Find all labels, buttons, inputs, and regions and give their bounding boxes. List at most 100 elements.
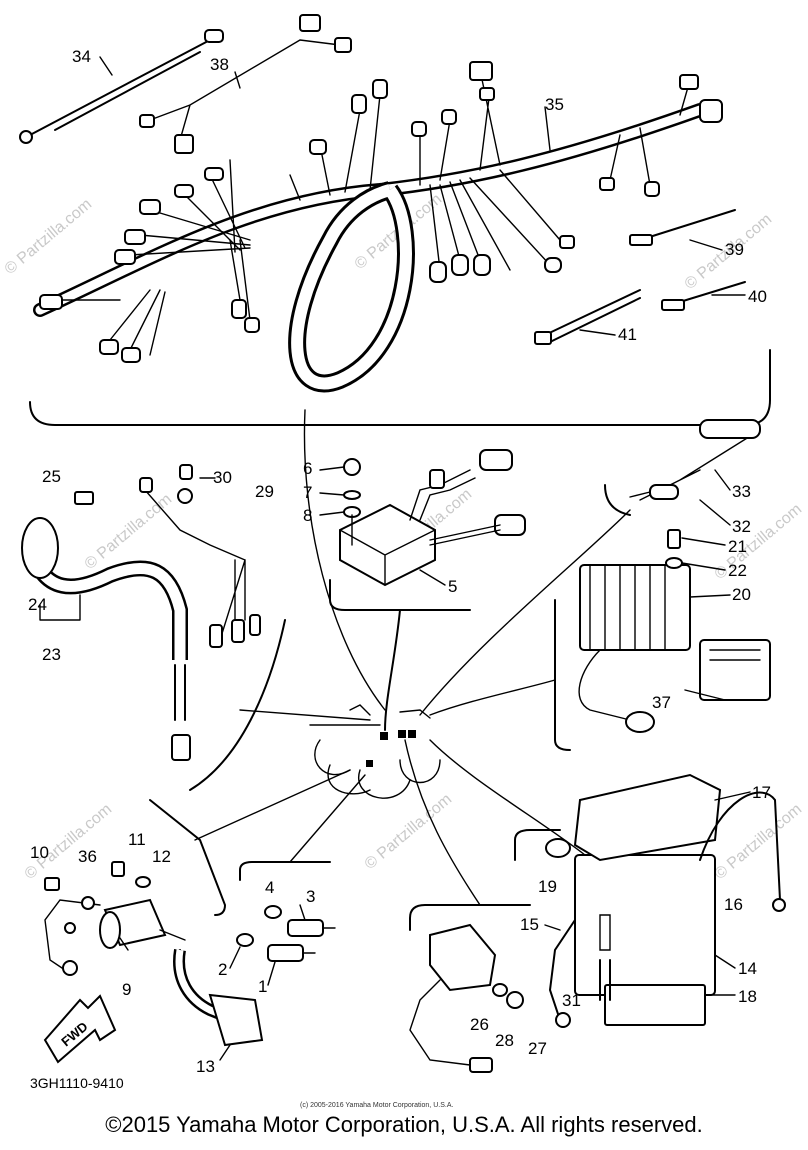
connector — [351, 94, 367, 114]
callout: 20 — [732, 585, 751, 604]
connector — [679, 74, 699, 90]
sensor-group — [236, 774, 366, 962]
screw-6 — [343, 458, 361, 476]
callout: 4 — [265, 878, 274, 897]
coupler-37 — [699, 639, 771, 701]
part-25 — [74, 491, 94, 505]
callout: 16 — [724, 895, 743, 914]
washer-7 — [343, 490, 361, 500]
callout: 3 — [306, 887, 315, 906]
cable-34 — [29, 39, 211, 136]
tie-41 — [544, 289, 641, 343]
connector — [309, 139, 327, 155]
washer-4 — [264, 905, 282, 919]
tie-39 — [639, 209, 736, 241]
connector — [39, 294, 63, 310]
small-copyright: (c) 2005-2016 Yamaha Motor Corporation, … — [300, 1102, 453, 1109]
callout: 38 — [210, 55, 229, 74]
lead-15 — [548, 919, 576, 1021]
cover-17 — [573, 773, 722, 862]
connector — [544, 257, 562, 273]
callout: 34 — [72, 47, 91, 66]
callout: 7 — [303, 483, 312, 502]
callout: 14 — [738, 959, 757, 978]
ignition-coil-group: FWD — [43, 769, 351, 1064]
callout: 23 — [42, 645, 61, 664]
grommet-19 — [545, 838, 571, 858]
callout: 36 — [78, 847, 97, 866]
cap-13 — [208, 993, 264, 1047]
watermark: © Partzilla.com — [362, 791, 456, 873]
callout: 15 — [520, 915, 539, 934]
callout: 24 — [28, 595, 47, 614]
washer-28 — [492, 983, 508, 997]
connector — [124, 229, 146, 245]
relay-26 — [429, 923, 497, 992]
connector — [231, 299, 247, 319]
callout: 22 — [728, 561, 747, 580]
connector — [114, 249, 136, 265]
callout: 19 — [538, 877, 557, 896]
connector — [479, 87, 495, 101]
lead-31 — [599, 959, 611, 1001]
connector — [699, 99, 723, 123]
watermark: © Partzilla.com — [2, 196, 96, 278]
callout: 12 — [152, 847, 171, 866]
callout: 27 — [528, 1039, 547, 1058]
hose-16 — [699, 791, 781, 901]
harness-bracket — [29, 349, 771, 426]
callout: 13 — [196, 1057, 215, 1076]
wiring-diagram: © Partzilla.com © Partzilla.com © Partzi… — [2, 14, 806, 1109]
cdi-unit-group — [329, 449, 526, 731]
cable-group-left — [21, 464, 371, 791]
leader-harness — [303, 409, 386, 711]
connector — [473, 254, 491, 276]
sensor-3 — [287, 919, 324, 937]
bolt-10 — [44, 877, 60, 891]
bolt-21 — [667, 529, 681, 549]
watermark: © Partzilla.com — [82, 491, 176, 573]
bolt-11 — [111, 861, 125, 877]
battery-14 — [574, 854, 716, 996]
callout: 35 — [545, 95, 564, 114]
callout: 31 — [562, 991, 581, 1010]
part-36 — [81, 896, 95, 910]
washer-2 — [236, 933, 254, 947]
connector — [121, 347, 141, 363]
connector — [99, 339, 119, 355]
callout: 26 — [470, 1015, 489, 1034]
callout: 11 — [128, 830, 146, 849]
connector — [244, 317, 260, 333]
callout: 17 — [752, 783, 771, 802]
washer-22 — [665, 557, 683, 569]
footer-copyright: ©2015 Yamaha Motor Corporation, U.S.A. A… — [105, 1112, 703, 1137]
connector — [559, 235, 575, 249]
connector — [451, 254, 469, 276]
callout: 28 — [495, 1031, 514, 1050]
sensor-1 — [267, 944, 304, 962]
callout: 2 — [218, 960, 227, 979]
unit-5 — [339, 503, 436, 587]
connector — [469, 61, 493, 81]
callout: 37 — [652, 693, 671, 712]
pad-18 — [604, 984, 706, 1026]
callout: 32 — [732, 517, 751, 536]
lead-38 — [149, 39, 341, 141]
watermark: © Partzilla.com — [712, 501, 806, 583]
callout: 39 — [725, 240, 744, 259]
callout: 33 — [732, 482, 751, 501]
frame-outline — [309, 704, 441, 799]
regulator-group — [419, 419, 771, 751]
fwd-arrow — [43, 994, 117, 1064]
connector — [644, 181, 660, 197]
battery-group — [429, 739, 786, 1028]
callout: 10 — [30, 843, 49, 862]
diagram-part-number: 3GH1110-9410 — [30, 1075, 124, 1091]
callout: 1 — [258, 977, 267, 996]
callout: 21 — [728, 537, 747, 556]
callout: 29 — [255, 482, 274, 501]
main-harness-group — [19, 14, 771, 426]
connector — [139, 199, 161, 215]
callout: 18 — [738, 987, 757, 1006]
nut-27 — [506, 991, 524, 1009]
